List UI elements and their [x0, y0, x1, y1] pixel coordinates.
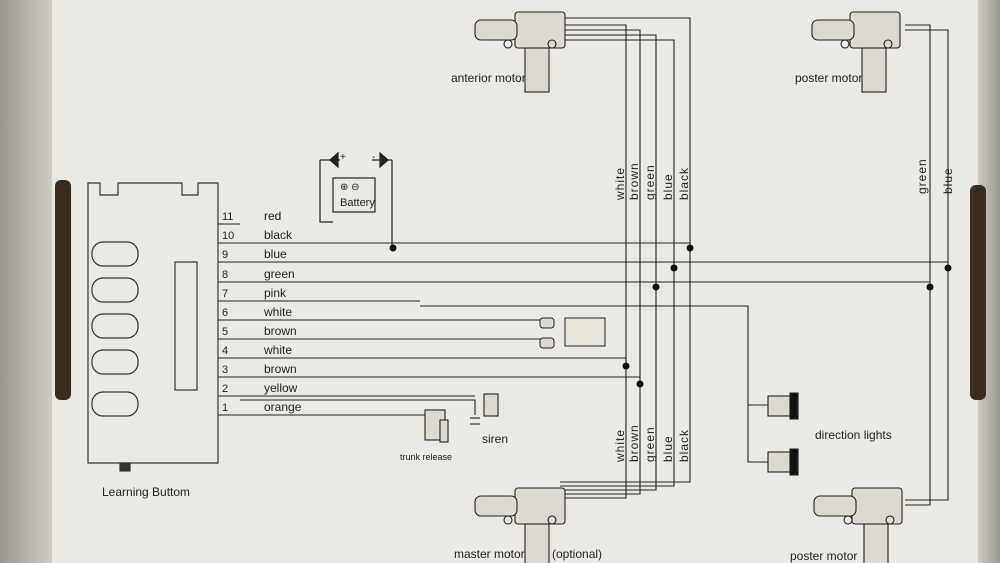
- main-bus: [560, 17, 691, 499]
- wire-color-label: green: [264, 267, 295, 281]
- learning-button-label: Learning Buttom: [102, 485, 190, 499]
- box-fold-left: [0, 0, 52, 563]
- siren: [240, 393, 499, 425]
- wire-number: 6: [222, 307, 228, 319]
- wire-color-label: blue: [264, 247, 287, 261]
- bus-wire-label: brown: [627, 162, 641, 200]
- bus-wire-label: green: [643, 164, 657, 200]
- trunk-release: [424, 409, 449, 443]
- wire-number: 3: [222, 364, 228, 376]
- bus-labels-rear: green blue: [915, 158, 955, 194]
- wire-number: 10: [222, 230, 234, 242]
- bus-wire-label: green: [643, 426, 657, 462]
- wire-lines: [218, 223, 948, 416]
- wire-color-label: brown: [264, 324, 297, 338]
- wire-number: 8: [222, 269, 228, 281]
- direction-lights: [420, 305, 799, 476]
- battery-plus-sign: +: [340, 152, 346, 163]
- bus-wire-label: blue: [661, 173, 675, 200]
- wire-color-label: white: [263, 343, 292, 357]
- bus-wire-label: black: [677, 167, 691, 200]
- siren-label: siren: [482, 432, 508, 446]
- handle-slot-left: [55, 180, 71, 400]
- battery-label: Battery: [340, 197, 375, 209]
- wire-number: 11: [222, 211, 233, 223]
- battery: [319, 151, 393, 248]
- rear-bus: [905, 24, 949, 506]
- anterior-motor-label: anterior motor: [451, 71, 526, 85]
- poster-motor-top: [811, 11, 901, 93]
- battery-plus-terminal: ⊕ ⊖: [340, 182, 360, 193]
- bus-wire-label: green: [915, 158, 929, 194]
- wire-color-label: pink: [264, 286, 287, 300]
- handle-slot-right: [970, 185, 986, 400]
- wire-number: 5: [222, 326, 228, 338]
- battery-minus-sign: -: [372, 152, 375, 163]
- wire-number: 1: [222, 402, 228, 414]
- control-module: [87, 182, 219, 472]
- master-motor: [474, 487, 566, 563]
- wire-number: 4: [222, 345, 228, 357]
- poster-motor-top-label: poster motor: [795, 71, 862, 85]
- trunk-release-label: trunk release: [400, 452, 452, 462]
- wire-color-label: black: [264, 228, 293, 242]
- bus-wire-label: black: [677, 429, 691, 462]
- anterior-motor: [474, 11, 566, 93]
- box-fold-right: [978, 0, 1000, 563]
- optional-label: (optional): [552, 547, 602, 561]
- direction-lights-label: direction lights: [815, 428, 892, 442]
- wire-color-label: red: [264, 209, 281, 223]
- wire-number: 2: [222, 383, 228, 395]
- wire-number: 7: [222, 288, 228, 300]
- bus-wire-label: blue: [661, 435, 675, 462]
- wire-color-label: yellow: [264, 381, 298, 395]
- bus-wire-label: white: [613, 167, 627, 201]
- bus-wire-label: blue: [941, 167, 955, 194]
- poster-motor-bottom: [813, 487, 903, 563]
- wire-number: 9: [222, 249, 228, 261]
- wire-color-label: brown: [264, 362, 297, 376]
- master-motor-label: master motor: [454, 547, 525, 561]
- bus-wire-label: brown: [627, 424, 641, 462]
- wire-labels: 11 red 10 black 9 blue 8 green 7 pink 6 white 5 brown…: [222, 209, 302, 414]
- wire-color-label: orange: [264, 400, 302, 414]
- bus-wire-label: white: [613, 429, 627, 463]
- wire-color-label: white: [263, 305, 292, 319]
- junction-dots: [389, 244, 952, 388]
- poster-motor-bottom-label: poster motor: [790, 549, 857, 563]
- lock-switches: [539, 317, 606, 349]
